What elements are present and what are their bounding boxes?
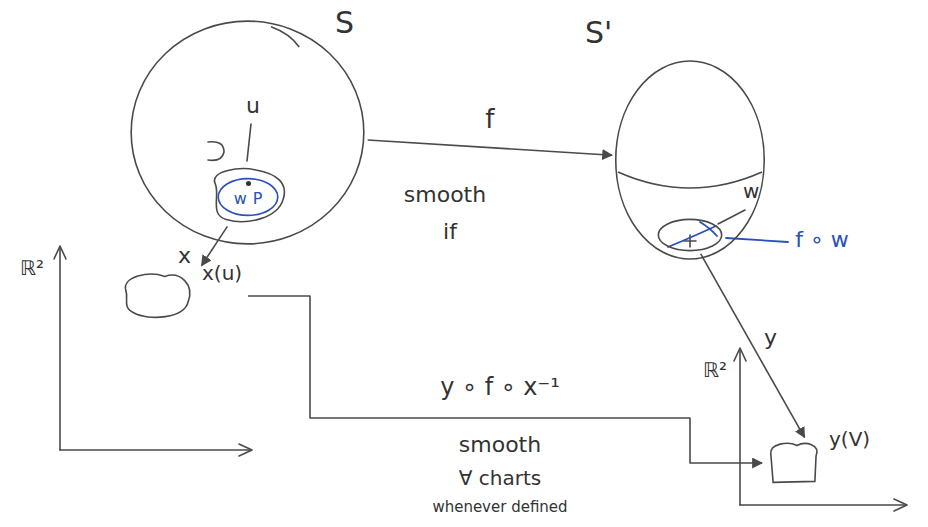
surface-label: u [246, 93, 260, 118]
chart-domain: uwP [205, 165, 290, 227]
outline-stroke [125, 274, 189, 317]
axis-line [59, 248, 61, 450]
map-name: f [485, 105, 494, 135]
image-label: f ∘ w [795, 227, 849, 252]
space-label: ℝ² [703, 359, 727, 382]
point-dot [246, 181, 251, 186]
condition-text: if [443, 219, 457, 244]
outline-stroke [618, 172, 762, 188]
axis-line [60, 449, 250, 451]
image-region: y(V) [765, 440, 873, 486]
open-subset: wP [217, 177, 279, 217]
point-label: P [253, 190, 263, 208]
axis-arrow [239, 444, 252, 456]
leader-line [718, 210, 745, 224]
open-subset: w [657, 218, 723, 252]
axis-line [739, 350, 741, 505]
image-scribble [700, 222, 717, 236]
condition-text: smooth [404, 182, 486, 207]
image-region: x(u) [118, 268, 245, 324]
region-label: y(V) [829, 428, 870, 451]
axis-arrow [894, 499, 907, 511]
shape-outline [615, 60, 765, 260]
surface-label: w [743, 180, 759, 203]
surface-label: S' [585, 16, 612, 51]
condition-text: smooth [459, 432, 541, 457]
map-arrow [368, 140, 612, 155]
outline-stroke [616, 61, 765, 259]
surface-sphere: SuwP [130, 20, 365, 245]
shape-outline [130, 20, 365, 245]
condition-text: ∀ charts [459, 467, 541, 490]
shape-outline [765, 440, 823, 486]
map-name: x [178, 243, 191, 268]
outline-stroke [658, 219, 721, 250]
surface-sphere: S'w [615, 60, 765, 260]
region-label: x(u) [202, 262, 242, 285]
map-arrow [248, 296, 762, 463]
axis-line [740, 504, 905, 506]
axis-arrow [734, 348, 746, 361]
space-label: ℝ² [20, 257, 44, 280]
surface-label: S [335, 6, 354, 41]
map-arrow [701, 254, 805, 438]
map-name: y [764, 325, 777, 350]
shape-outline [657, 218, 723, 252]
map-name: y ∘ f ∘ x⁻¹ [440, 374, 560, 402]
condition-text: whenever defined [432, 499, 567, 516]
outline-stroke [771, 443, 817, 482]
axis-arrow [54, 246, 66, 259]
map-arrow [202, 226, 228, 265]
outline-stroke [218, 179, 278, 216]
leader-line [247, 124, 251, 161]
point-label: w [234, 190, 247, 208]
outline-stroke [271, 27, 299, 47]
outline-stroke [131, 21, 364, 244]
stray-sketch [208, 142, 224, 161]
shape-outline [118, 268, 196, 324]
outline-stroke [214, 169, 284, 222]
